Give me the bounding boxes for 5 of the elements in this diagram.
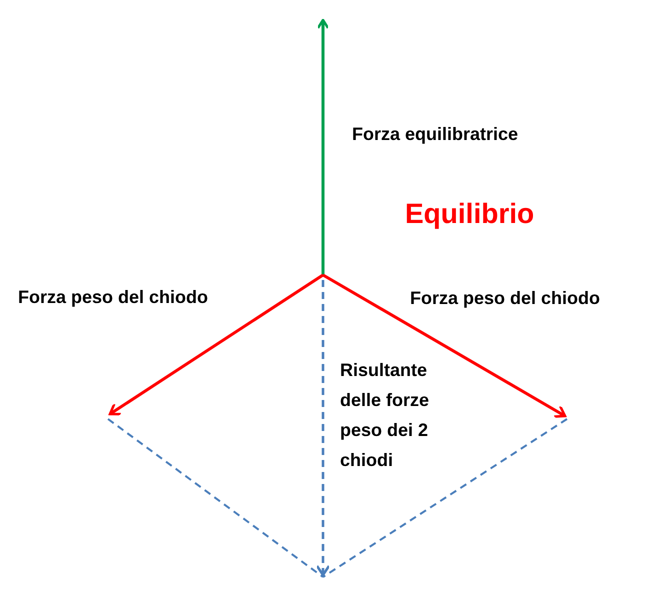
force-label: Forza peso del chiodo — [410, 287, 600, 310]
resultant-label: Risultante delle forze peso dei 2 chiodi — [340, 359, 430, 472]
force-label: Forza equilibratrice — [352, 123, 518, 146]
force-label: Forza peso del chiodo — [18, 286, 208, 309]
equilibrium-title: Equilibrio — [405, 197, 534, 231]
